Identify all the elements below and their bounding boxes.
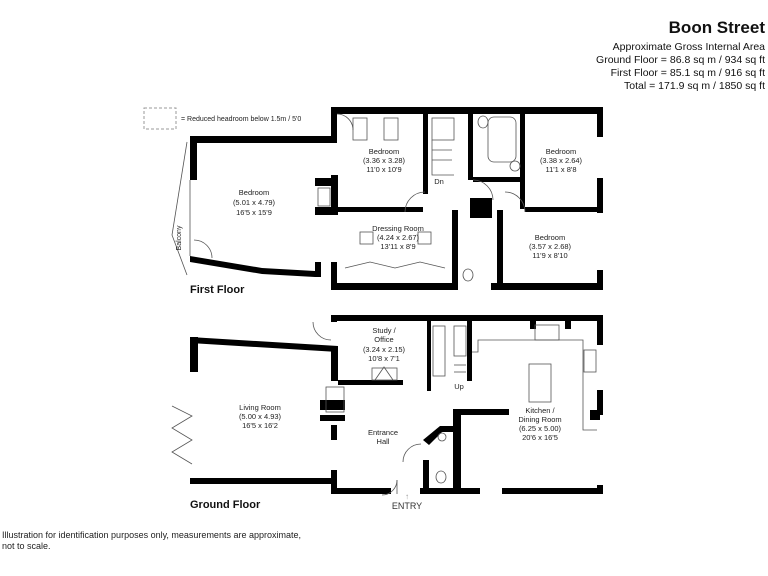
room-bedroom-4: Bedroom (3.57 x 2.68) 11'9 x 8'10 bbox=[529, 233, 572, 260]
svg-text:11'1 x 8'8: 11'1 x 8'8 bbox=[545, 165, 576, 174]
svg-text:(5.01 x 4.79): (5.01 x 4.79) bbox=[233, 198, 276, 207]
entry-label: ENTRY bbox=[392, 501, 422, 511]
svg-text:16'5 x 15'9: 16'5 x 15'9 bbox=[236, 208, 272, 217]
svg-text:(3.38 x 2.64): (3.38 x 2.64) bbox=[540, 156, 583, 165]
first-floor-label: First Floor bbox=[190, 284, 245, 296]
room-kitchen-dining: Kitchen / Dining Room (6.25 x 5.00) 20'6… bbox=[518, 406, 561, 442]
room-bedroom-main: Bedroom (5.01 x 4.79) 16'5 x 15'9 bbox=[233, 188, 276, 217]
svg-text:(3.24 x 2.15): (3.24 x 2.15) bbox=[363, 345, 406, 354]
disclaimer: Illustration for identification purposes… bbox=[2, 530, 301, 552]
ground-floor-walls bbox=[190, 315, 603, 494]
headroom-legend-label: = Reduced headroom below 1.5m / 5'0 bbox=[181, 116, 301, 123]
svg-text:(6.25 x 5.00): (6.25 x 5.00) bbox=[519, 424, 562, 433]
first-floor-walls bbox=[190, 107, 603, 290]
property-title: Boon Street bbox=[668, 18, 765, 37]
svg-text:Bedroom: Bedroom bbox=[535, 233, 565, 242]
svg-text:16'5 x 16'2: 16'5 x 16'2 bbox=[242, 421, 278, 430]
svg-text:Dining Room: Dining Room bbox=[518, 415, 561, 424]
svg-text:Bedroom: Bedroom bbox=[546, 147, 576, 156]
svg-text:Living Room: Living Room bbox=[239, 403, 281, 412]
svg-text:Office: Office bbox=[374, 335, 393, 344]
svg-text:10'8 x 7'1: 10'8 x 7'1 bbox=[368, 354, 400, 363]
balcony-label: Balcony bbox=[176, 225, 183, 250]
svg-text:Bedroom: Bedroom bbox=[239, 188, 269, 197]
svg-text:Study /: Study / bbox=[372, 326, 396, 335]
headroom-legend-swatch bbox=[143, 107, 177, 130]
svg-text:20'6 x 16'5: 20'6 x 16'5 bbox=[522, 433, 558, 442]
svg-text:13'11 x 8'9: 13'11 x 8'9 bbox=[380, 242, 415, 251]
room-bedroom-2: Bedroom (3.36 x 3.28) 11'0 x 10'9 bbox=[363, 147, 406, 174]
ground-floor-label: Ground Floor bbox=[190, 499, 261, 511]
svg-text:Entrance: Entrance bbox=[368, 428, 398, 437]
room-dressing-room: Dressing Room (4.24 x 2.67) 13'11 x 8'9 bbox=[372, 224, 424, 251]
svg-text:Hall: Hall bbox=[377, 437, 390, 446]
first-floor-area: First Floor = 85.1 sq m / 916 sq ft bbox=[610, 67, 765, 79]
first-floor-fixtures bbox=[171, 113, 526, 282]
ground-floor-area: Ground Floor = 86.8 sq m / 934 sq ft bbox=[596, 54, 765, 66]
ground-floor-fixtures bbox=[171, 321, 597, 496]
stairs-down-label: Dn bbox=[434, 177, 444, 186]
total-area: Total = 171.9 sq m / 1850 sq ft bbox=[624, 80, 765, 92]
room-entrance-hall: Entrance Hall bbox=[368, 428, 398, 446]
area-subtitle: Approximate Gross Internal Area bbox=[612, 41, 765, 53]
svg-text:(3.57 x 2.68): (3.57 x 2.68) bbox=[529, 242, 572, 251]
svg-text:11'0 x 10'9: 11'0 x 10'9 bbox=[366, 165, 401, 174]
room-living-room: Living Room (5.00 x 4.93) 16'5 x 16'2 bbox=[239, 403, 282, 430]
svg-text:(5.00 x 4.93): (5.00 x 4.93) bbox=[239, 412, 282, 421]
svg-text:(4.24 x 2.67): (4.24 x 2.67) bbox=[377, 233, 420, 242]
svg-text:(3.36 x 3.28): (3.36 x 3.28) bbox=[363, 156, 406, 165]
svg-text:Bedroom: Bedroom bbox=[369, 147, 399, 156]
room-study-office: Study / Office (3.24 x 2.15) 10'8 x 7'1 bbox=[363, 326, 406, 363]
svg-text:11'9 x 8'10: 11'9 x 8'10 bbox=[532, 251, 567, 260]
svg-text:Dressing Room: Dressing Room bbox=[372, 224, 424, 233]
stairs-up-label: Up bbox=[454, 382, 464, 391]
entry-arrow-icon: ↑ bbox=[405, 492, 409, 501]
room-bedroom-3: Bedroom (3.38 x 2.64) 11'1 x 8'8 bbox=[540, 147, 583, 174]
disclaimer-line-2: not to scale. bbox=[2, 541, 51, 551]
disclaimer-line-1: Illustration for identification purposes… bbox=[2, 530, 301, 540]
svg-text:Kitchen /: Kitchen / bbox=[525, 406, 555, 415]
